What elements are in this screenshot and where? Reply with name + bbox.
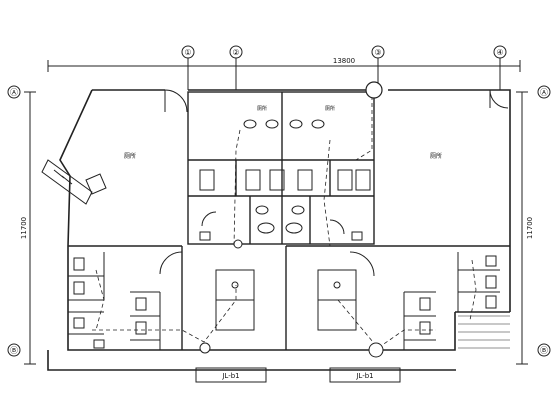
grid-bubble: ② [229, 45, 243, 59]
right-dimension-line [516, 91, 528, 365]
grid-bubbles-top: ① ② ③ ④ [181, 45, 507, 59]
bottom-label-right: JL-b1 [355, 372, 373, 380]
left-height-dimension: 11700 [20, 217, 28, 239]
hatch-band [458, 315, 510, 349]
door-swings [159, 89, 509, 277]
svg-text:Ⓑ: Ⓑ [10, 346, 18, 355]
left-dimension-line [24, 91, 36, 365]
grid-bubble: Ⓑ [7, 343, 21, 357]
right-height-dimension: 11700 [526, 217, 534, 239]
room-label-nw: 厕所 [124, 152, 136, 160]
grid-bubble: ① [181, 45, 195, 59]
grid-bubbles-left: Ⓐ Ⓑ [7, 85, 21, 357]
bottom-label-left: JL-b1 [221, 372, 239, 380]
svg-text:③: ③ [374, 48, 381, 57]
column-markers [199, 81, 384, 358]
lower-left-partition [68, 245, 510, 350]
svg-text:Ⓐ: Ⓐ [10, 88, 18, 97]
overall-width-dimension: 13800 [333, 57, 355, 65]
room-label-center-left: 厕所 [257, 105, 267, 112]
grid-bubble: Ⓐ [537, 85, 551, 99]
piping-lines [92, 96, 477, 349]
svg-text:Ⓐ: Ⓐ [540, 88, 548, 97]
grid-bubble: ③ [371, 45, 385, 59]
svg-text:①: ① [184, 48, 191, 57]
vanity-counters [215, 269, 357, 331]
diagonal-ramp [41, 159, 107, 205]
svg-text:④: ④ [496, 48, 503, 57]
top-dimension-line [47, 52, 521, 90]
right-stalls [403, 252, 500, 350]
room-label-ne: 厕所 [430, 152, 442, 160]
grid-bubble: Ⓑ [537, 343, 551, 357]
grid-bubble: ④ [493, 45, 507, 59]
room-label-center-right: 厕所 [325, 105, 335, 112]
grid-bubbles-right: Ⓐ Ⓑ [537, 85, 551, 357]
left-stalls [68, 252, 161, 350]
central-core-walls [187, 91, 375, 245]
core-fixtures [199, 119, 371, 241]
grid-bubble: Ⓐ [7, 85, 21, 99]
svg-text:②: ② [232, 48, 239, 57]
exterior-walls [47, 89, 511, 371]
bottom-label-boxes [195, 367, 401, 383]
svg-text:Ⓑ: Ⓑ [540, 346, 548, 355]
